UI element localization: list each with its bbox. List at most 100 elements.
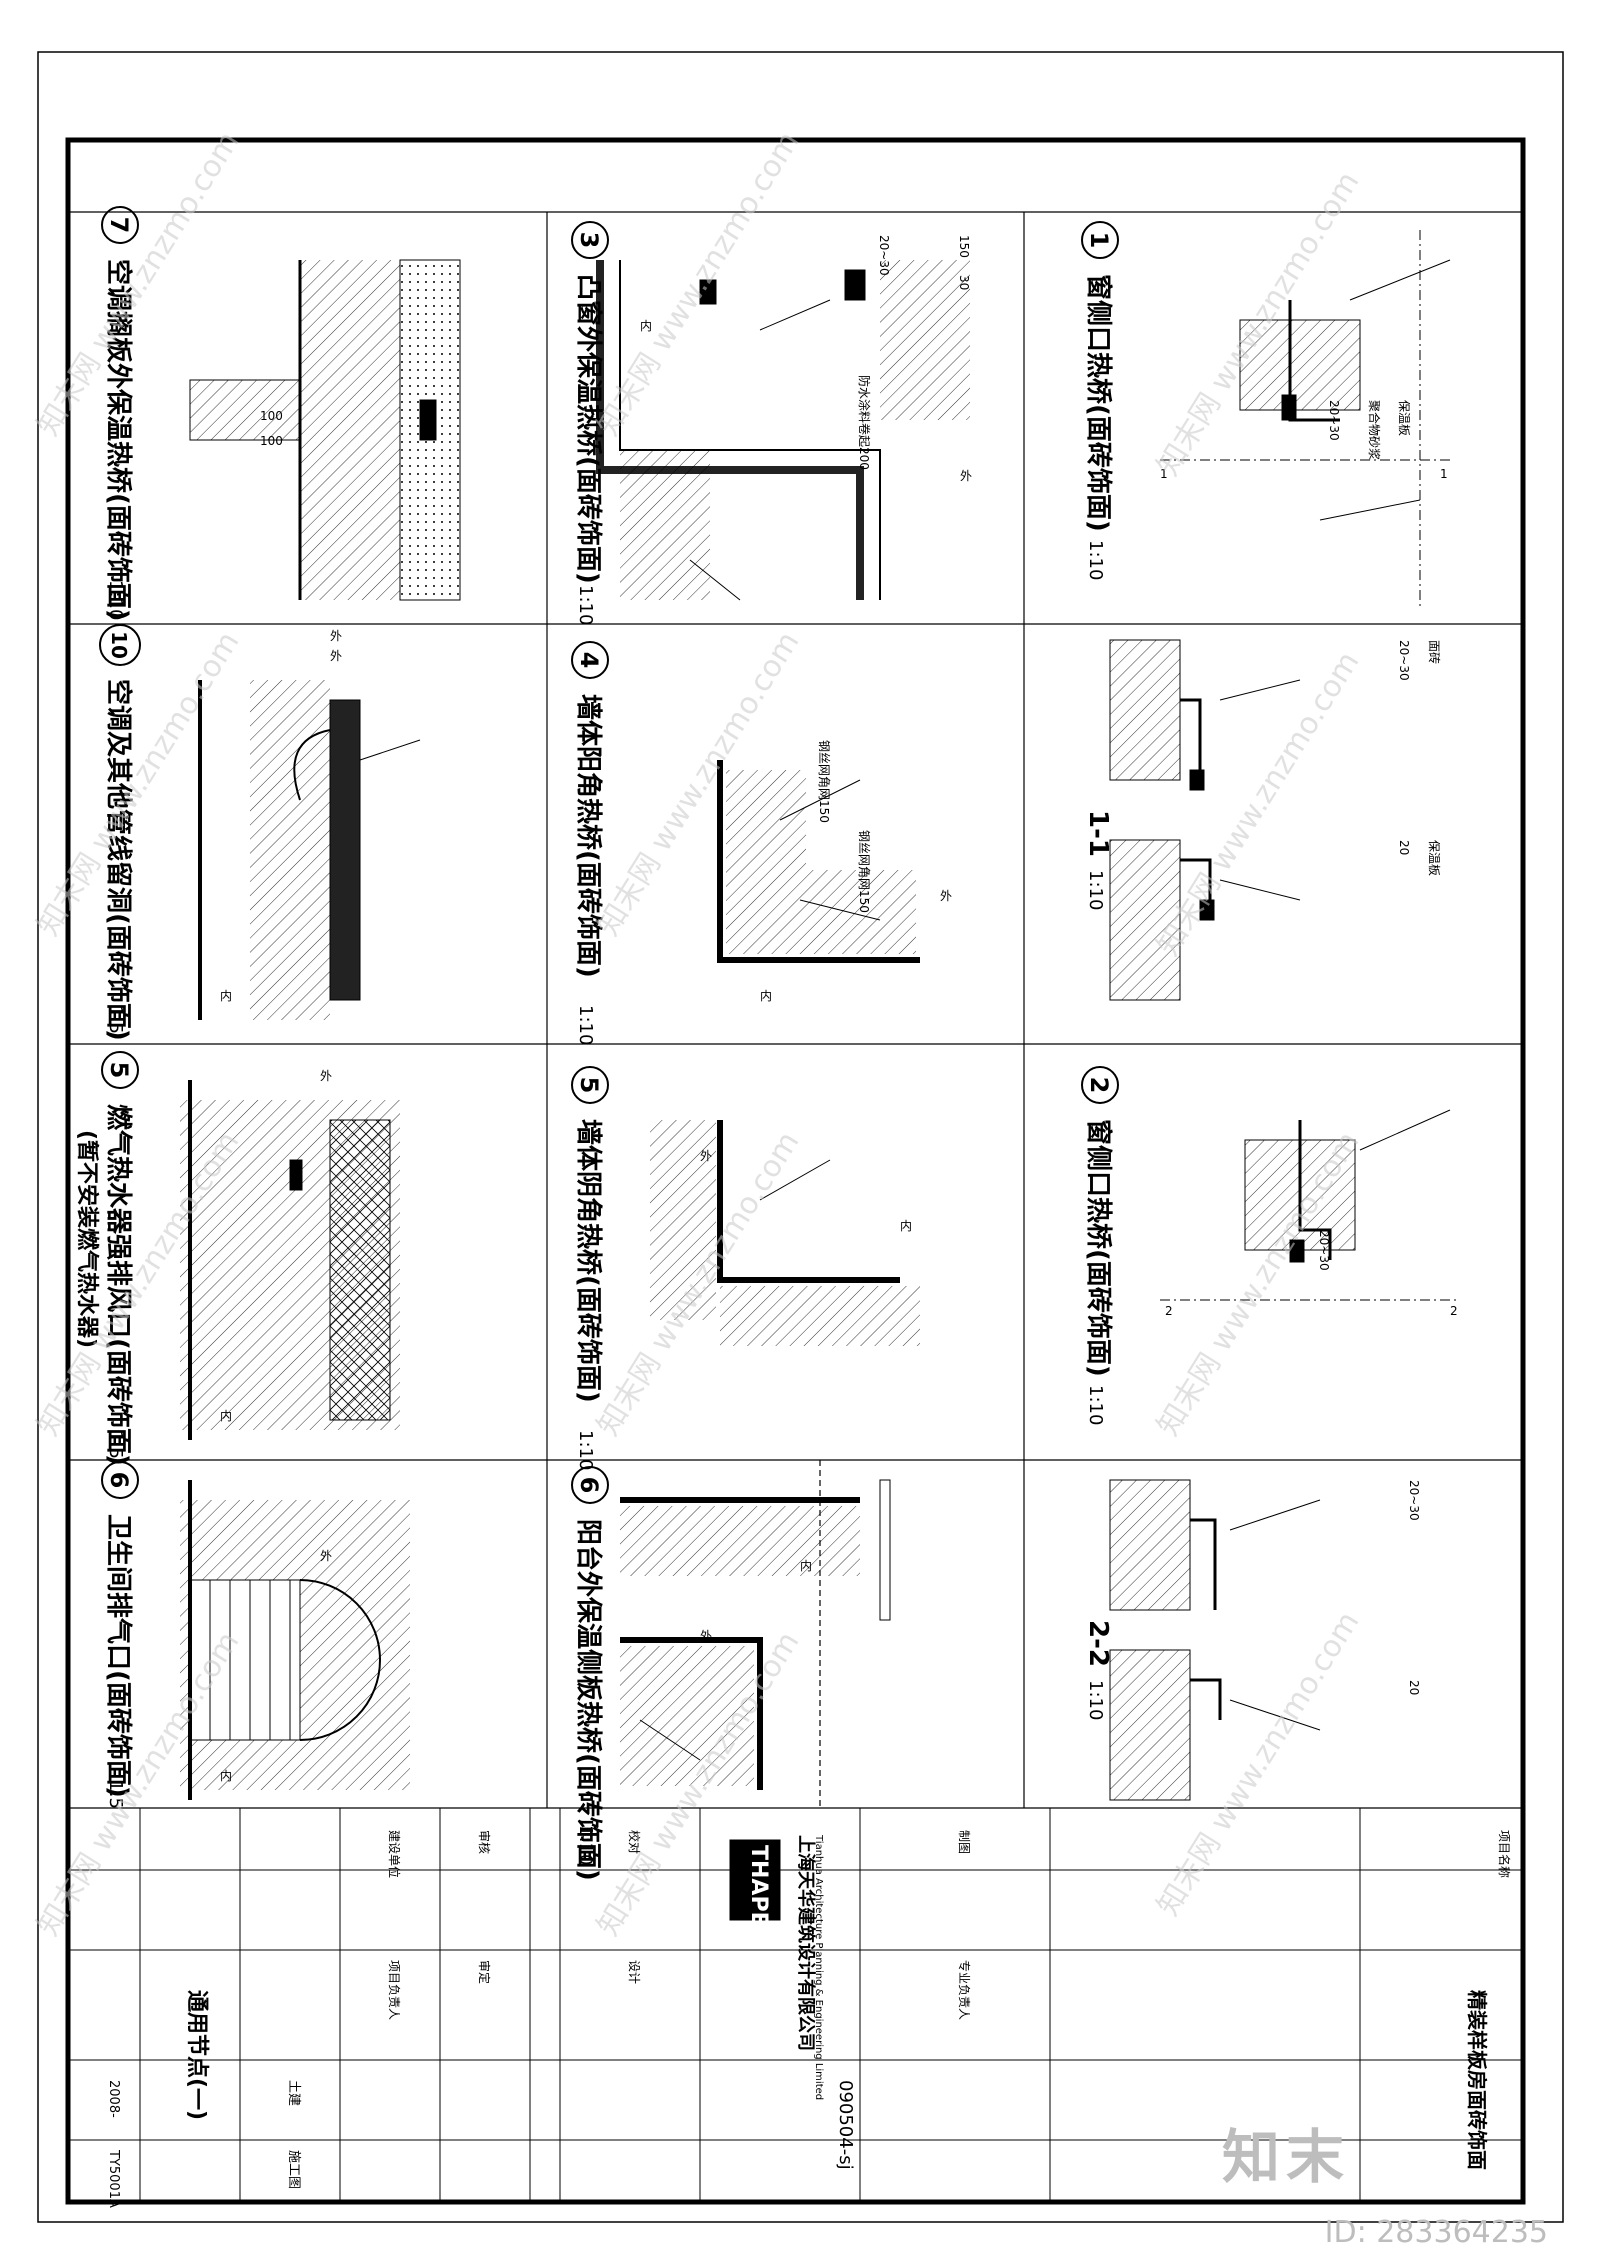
drawing-label: 保温板 [1427, 840, 1441, 876]
detail-1-1-drawing [1109, 639, 1301, 1001]
drawing-label: Tianhua Architecture Planning & Engineer… [813, 1834, 824, 2100]
detail-2-drawing [1160, 1109, 1460, 1301]
d5b-in: 内 [220, 1409, 232, 1423]
drawing-label: 设计 [627, 1960, 641, 1984]
drawing-label: 墙体阴角热桥(面砖饰面) [573, 1119, 604, 1403]
detail-5b-title: 5 燃气热水器强排风口(面砖饰面) 1:5 (暂不安装燃气热水器) [74, 1051, 139, 1466]
drawing-label: 7 [105, 217, 133, 234]
detail-6b-title: 6 卫生间排气口(面砖饰面) 1:5 [101, 1461, 139, 1809]
drawing-label: 钢丝网角网150 [817, 740, 831, 823]
drawing-label: 150 [957, 235, 971, 258]
d10-in: 内 [220, 989, 232, 1003]
drawing-label: 5 [105, 1062, 133, 1079]
drawing-label: 2 [1085, 1077, 1113, 1094]
drawing-label: 土建 [286, 2080, 301, 2106]
detail-2-2-title: 2-2 1:10 [1083, 1620, 1113, 1720]
drawing-stage: 施工图 [286, 2150, 301, 2189]
drawing-label: 精装样板房面砖饰面 [1465, 1990, 1489, 2170]
drawing-label: 项目名称 [1497, 1830, 1512, 1878]
drawing-label: 20~30 [1407, 1480, 1421, 1521]
d3-in: 内 [640, 319, 652, 333]
tb-row-5: 设计 [627, 1960, 641, 1984]
tb-row-7: 专业负责人 [957, 1960, 972, 2020]
detail-6-drawing [620, 1479, 891, 1790]
d6-in: 内 [800, 1559, 812, 1573]
detail-10-drawing [198, 680, 421, 1020]
drawing-label: 阳台外保温侧板热桥(面砖饰面) [573, 1519, 604, 1881]
drawing-label: 1:5 [105, 1780, 126, 1809]
drawing-label: 10 [107, 631, 131, 659]
d5-in: 内 [900, 1219, 912, 1233]
drawing-label: 燃气热水器强排风口(面砖饰面) [103, 1104, 134, 1466]
d7-out: 外 [330, 629, 342, 643]
drawing-label: 1:10 [575, 1825, 596, 1865]
project-no: 090504-sj [835, 2080, 856, 2170]
d4-out: 外 [940, 889, 952, 903]
drawing-label: 30 [957, 275, 971, 290]
drawing-label: 5 [575, 1077, 603, 1094]
tb-row-4: 校对 [627, 1830, 642, 1854]
drawing-label: 2008- [106, 2080, 121, 2118]
d2-cut-right: 2 [1450, 1304, 1458, 1318]
detail-3-title: 3 凸窗外保温热桥(面砖饰面) 1:10 [571, 221, 609, 625]
d22-annotations: 20~30 20 [1407, 1480, 1421, 1695]
drawing-label: 20~30 [877, 235, 891, 276]
drawing-label: 1 [1085, 232, 1113, 249]
detail-7-drawing [189, 259, 461, 601]
drawing-border [65, 137, 1526, 2205]
detail-5-drawing [650, 1120, 920, 1346]
drawing-label: 3 [575, 232, 603, 249]
drawing-label: 1:10 [1085, 1385, 1106, 1425]
drawing-label: 审定 [477, 1960, 492, 1984]
drawing-label: TY5001A [106, 2149, 121, 2208]
drawing-label: 4 [575, 652, 603, 669]
d3-annotations: 20~30 150 30 防水涂料卷起200 [857, 235, 971, 470]
drawing-date: 2008- [106, 2080, 121, 2118]
drawing-label: 墙体阳角热桥(面砖饰面) [573, 694, 604, 978]
project-label: 项目名称 [1497, 1830, 1512, 1878]
drawing-label: 090504-sj [835, 2080, 856, 2170]
drawing-discipline: 土建 [286, 2080, 301, 2106]
drawing-label: 校对 [627, 1830, 642, 1854]
drawing-label: 20 [1407, 1680, 1421, 1695]
drawing-label: 制图 [957, 1830, 971, 1854]
d7-dim-a: 100 [260, 409, 283, 423]
d1-annotations: 20~30 聚合物砂浆 保温板 [1327, 400, 1411, 460]
drawing-label: 空调及其他管线留洞(面砖饰面) [103, 679, 134, 1041]
drawing-label: 1:10 [575, 1005, 596, 1045]
drawing-label: 20~30 [1397, 640, 1411, 681]
drawing-label: 窗侧口热桥(面砖饰面) [1083, 274, 1114, 532]
d4-annotations: 钢丝网角网150 钢丝网角网150 [817, 740, 871, 913]
tb-row-1: 项目负责人 [387, 1960, 401, 2020]
drawing-label: 卫生间排气口(面砖饰面) [103, 1514, 134, 1798]
drawing-label: 防水涂料卷起200 [857, 375, 872, 470]
drawing-label: 施工图 [286, 2150, 301, 2189]
d5-out: 外 [700, 1149, 712, 1163]
detail-7-title: 7 空调搁板外保温热桥(面砖饰面) 1:10 [101, 206, 139, 621]
drawing-title: 通用节点(一) [184, 1990, 210, 2120]
d1-cut-left: 1 [1160, 467, 1168, 481]
drawing-label: 聚合物砂浆 [1367, 400, 1382, 460]
drawing-label: 1:10 [1085, 870, 1106, 910]
d5b-out: 外 [320, 1069, 332, 1083]
detail-5-title: 5 墙体阴角热桥(面砖饰面) 1:10 [571, 1066, 609, 1470]
drawing-label: 面砖 [1427, 640, 1442, 664]
company-name: 上海天华建筑设计有限公司 Tianhua Architecture Planni… [795, 1834, 824, 2100]
drawing-label: 专业负责人 [957, 1960, 972, 2020]
drawing-label: 保温板 [1397, 400, 1411, 436]
thape-logo: THAPE [746, 1845, 771, 1927]
drawing-no: TY5001A [106, 2149, 121, 2208]
detail-6b-drawing [180, 1480, 410, 1800]
d6b-in: 内 [220, 1769, 232, 1783]
d3-out: 外 [960, 469, 972, 483]
project-name: 精装样板房面砖饰面 [1465, 1990, 1489, 2170]
drawing-label: 20~30 [1317, 1230, 1331, 1271]
drawing-label: 窗侧口热桥(面砖饰面) [1083, 1119, 1114, 1377]
drawing-label: 1:5 [105, 1005, 126, 1034]
drawing-label: (暂不安装燃气热水器) [74, 1130, 100, 1348]
d10-out: 外 [330, 649, 342, 663]
detail-6-title: 6 阳台外保温侧板热桥(面砖饰面) 1:10 [571, 1466, 609, 1881]
detail-1-title: 1 窗侧口热桥(面砖饰面) 1:10 [1081, 221, 1119, 580]
drawing-label: 20 [1397, 840, 1411, 855]
detail-4-title: 4 墙体阳角热桥(面砖饰面) 1:10 [571, 641, 609, 1045]
